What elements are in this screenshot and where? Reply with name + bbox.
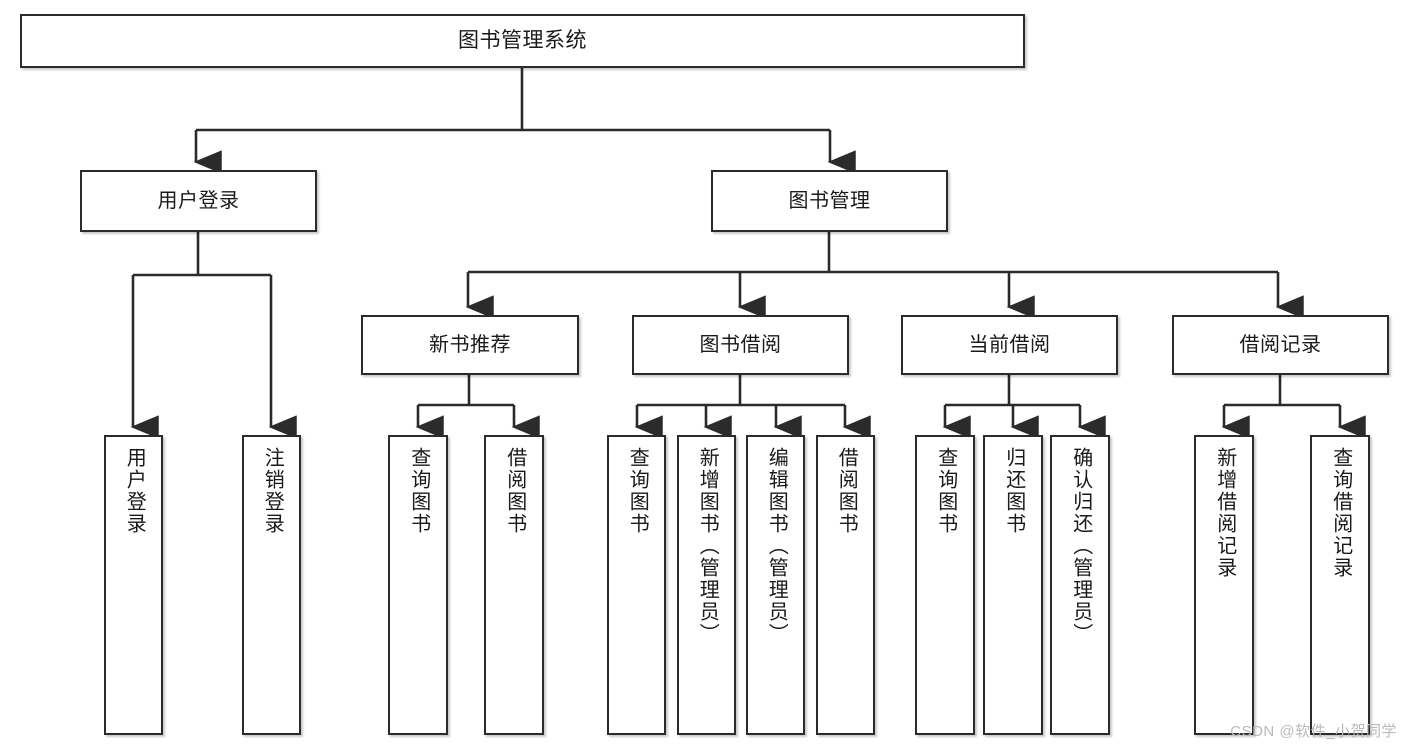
node-label: 图书管理 xyxy=(788,190,871,212)
node-leaf-user-login[interactable]: 用户登录 xyxy=(104,435,163,735)
node-book-management[interactable]: 图书管理 xyxy=(711,170,948,232)
node-leaf-confirm-return[interactable]: 确认归还（管理员） xyxy=(1050,435,1110,735)
node-leaf-add-book[interactable]: 新增图书（管理员） xyxy=(677,435,736,735)
node-leaf-query-book-2[interactable]: 查询图书 xyxy=(607,435,666,735)
node-label: 当前借阅 xyxy=(968,334,1051,356)
node-leaf-borrow-book-1[interactable]: 借阅图书 xyxy=(484,435,544,735)
node-new-book-recommend[interactable]: 新书推荐 xyxy=(361,315,579,375)
node-label: 注销登录 xyxy=(261,447,284,535)
node-leaf-add-record[interactable]: 新增借阅记录 xyxy=(1194,435,1254,735)
node-leaf-query-book-1[interactable]: 查询图书 xyxy=(388,435,448,735)
node-label: 借阅图书 xyxy=(835,447,858,535)
node-leaf-return-book[interactable]: 归还图书 xyxy=(983,435,1043,735)
node-label: 新增借阅记录 xyxy=(1213,447,1236,579)
node-label: 编辑图书（管理员） xyxy=(765,447,788,645)
node-label: 查询图书 xyxy=(934,447,957,535)
node-label: 借阅图书 xyxy=(503,447,526,535)
node-label: 用户登录 xyxy=(123,447,146,535)
node-borrow-record[interactable]: 借阅记录 xyxy=(1172,315,1389,375)
node-label: 查询借阅记录 xyxy=(1329,447,1352,579)
node-label: 用户登录 xyxy=(157,190,240,212)
node-label: 新增图书（管理员） xyxy=(696,447,719,645)
node-label: 借阅记录 xyxy=(1239,334,1322,356)
node-label: 查询图书 xyxy=(626,447,649,535)
node-leaf-logout[interactable]: 注销登录 xyxy=(242,435,301,735)
node-leaf-query-book-3[interactable]: 查询图书 xyxy=(915,435,975,735)
node-label: 图书借阅 xyxy=(699,334,782,356)
node-label: 新书推荐 xyxy=(429,334,511,356)
node-root-system[interactable]: 图书管理系统 xyxy=(20,14,1025,68)
node-leaf-edit-book[interactable]: 编辑图书（管理员） xyxy=(746,435,805,735)
node-label: 查询图书 xyxy=(407,447,430,535)
node-user-login[interactable]: 用户登录 xyxy=(80,170,317,232)
node-book-borrow[interactable]: 图书借阅 xyxy=(632,315,849,375)
node-leaf-query-record[interactable]: 查询借阅记录 xyxy=(1310,435,1370,735)
node-label: 归还图书 xyxy=(1002,447,1025,535)
node-label: 确认归还（管理员） xyxy=(1069,447,1092,645)
watermark-text: CSDN @软件_小贺同学 xyxy=(1230,723,1397,740)
node-leaf-borrow-book-2[interactable]: 借阅图书 xyxy=(816,435,875,735)
node-current-borrow[interactable]: 当前借阅 xyxy=(901,315,1118,375)
node-label: 图书管理系统 xyxy=(458,29,587,53)
